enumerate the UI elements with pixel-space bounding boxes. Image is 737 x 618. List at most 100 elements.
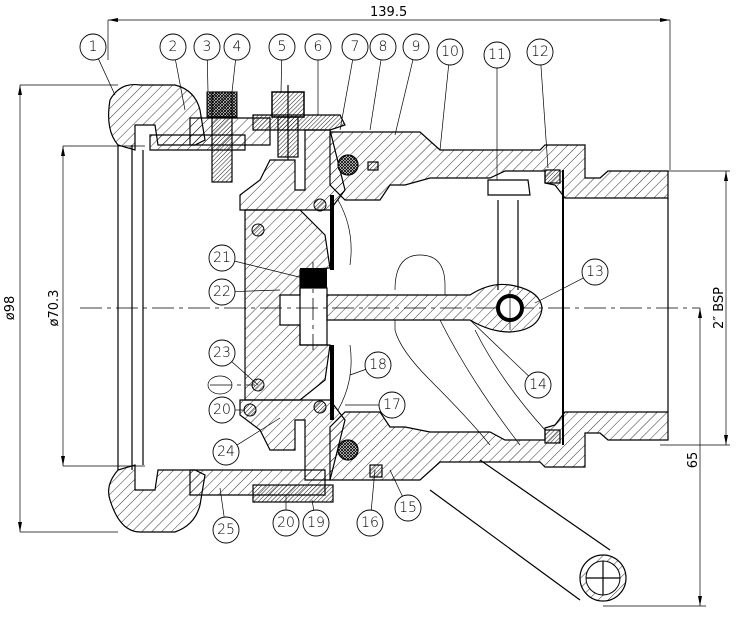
part-balloon [212,438,240,466]
part-label-7: 7 [351,39,360,55]
part-balloon [304,33,332,61]
leader-line [234,260,304,279]
leader-line [370,469,376,511]
leader-line [439,64,450,151]
part-balloon [208,396,236,424]
part-label-13: 13 [586,264,604,280]
leader-line [469,319,529,377]
part-label-9: 9 [412,39,421,55]
leader-line [339,59,354,131]
part-balloon [193,33,221,61]
part-label-22: 22 [213,284,231,300]
part-19 [252,484,334,503]
part-label-15: 15 [399,500,417,516]
dimension-inner-diameter: ø70.3 [47,145,145,467]
handle [429,459,627,602]
leader-line [369,59,382,131]
leader-line [540,64,549,169]
leader-line [389,469,403,497]
thread-text: 2″ BSP [712,287,727,329]
part-label-24: 24 [217,444,235,460]
part-balloon [208,278,236,306]
handle-offset-text: 65 [686,452,701,469]
part-balloon [369,33,397,61]
part-balloon [483,41,511,69]
part-label-18: 18 [369,357,387,373]
part-balloon [79,33,107,61]
part-balloon [402,33,430,61]
part-balloon [268,33,296,61]
part-label-23: 23 [213,345,231,361]
part-label-19: 19 [307,515,325,531]
part-label-25: 25 [217,522,235,538]
part-balloon [159,33,187,61]
part-label-11: 11 [488,47,506,63]
part-balloon [394,494,422,522]
leader-line [219,487,225,518]
part-label-10: 10 [441,44,459,60]
part-label-21: 21 [213,250,231,266]
dimension-outer-diameter: ø98 [3,84,118,533]
inner-housing-lower [239,399,346,481]
valve-disc-top [394,254,446,295]
part-balloon [212,516,240,544]
o-ring-lower [337,439,359,461]
part-16 [369,464,383,478]
dimension-handle-offset: 65 [603,308,706,607]
part-label-20-upper: 20 [213,402,231,418]
leader-line [98,58,116,96]
part-balloon [356,509,384,537]
part-label-20: 20 [277,515,295,531]
part-balloon [526,38,554,66]
part-label-2: 2 [169,39,178,55]
coupling-sleeve-upper [108,83,271,151]
dimension-overall-length: 139.5 [107,5,671,170]
part-label-12: 12 [531,44,549,60]
part-label-17: 17 [383,397,401,413]
part-balloon [378,391,406,419]
part-balloon [524,371,552,399]
part-9 [367,161,379,171]
leader-line [234,289,281,292]
part-label-14: 14 [529,377,547,393]
part-label-8: 8 [379,39,388,55]
bolt-3-4 [206,91,238,183]
piston-22 [244,209,331,401]
dimension-thread: 2″ BSP [660,170,730,446]
part-balloon [581,258,609,286]
leader-line [175,59,186,111]
leader-line [206,59,209,93]
part-label-6: 6 [314,39,323,55]
leader-line [280,59,283,93]
part-label-1: 1 [89,39,98,55]
leader-line [231,59,236,93]
part-label-3: 3 [203,39,212,55]
leader-line [349,369,366,376]
part-label-4: 4 [233,39,242,55]
part-label-5: 5 [278,39,287,55]
shaft-11 [487,179,531,290]
leader-line [236,417,281,446]
body-lower [329,411,669,481]
part-balloon [208,244,236,272]
valve-disc-curve [394,320,491,446]
overall-length-text: 139.5 [370,5,407,20]
body-upper [329,131,669,201]
leader-line [231,361,259,386]
leader-line [311,499,315,511]
part-balloon [364,351,392,379]
part-balloon [341,33,369,61]
inner-diameter-text: ø70.3 [47,290,62,327]
seal-17-18 [330,195,352,420]
outer-diameter-text: ø98 [3,296,18,321]
part-balloon [302,509,330,537]
leader-line [394,59,414,136]
inner-housing-upper [239,129,346,211]
part-balloon [436,38,464,66]
part-balloon [272,509,300,537]
leader-line [534,277,584,304]
ball-20 [243,403,257,417]
part-label-16: 16 [361,515,379,531]
